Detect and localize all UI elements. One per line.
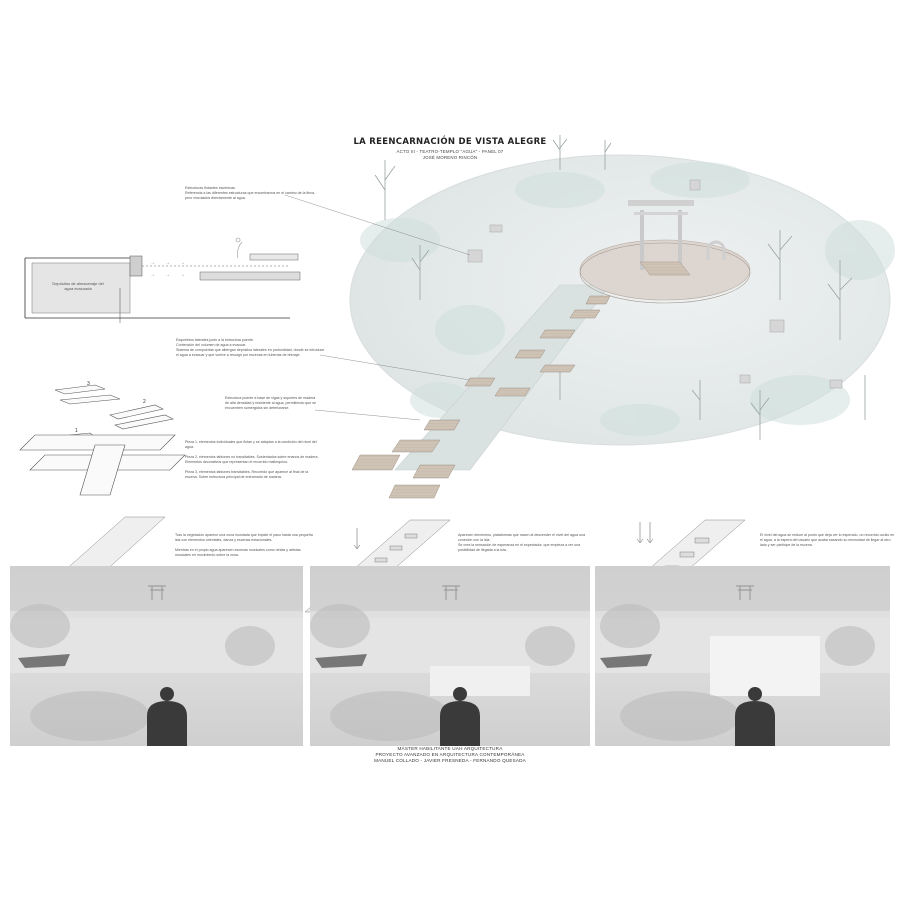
note-lateral-pools: Esqueletos laterales junto a la estructu… [176, 338, 325, 357]
exploded-axonometric: 3 2 1 [19, 381, 186, 496]
floating-structures [467, 179, 843, 389]
exploded-label-1: 1 [75, 428, 78, 434]
section-label: Depósitos de almacenaje del agua evacuad… [52, 281, 104, 291]
svg-text:→: → [180, 260, 185, 266]
exploded-label-3: 3 [87, 381, 90, 387]
svg-text:→: → [165, 272, 170, 278]
section-diagram: → → → → → → [24, 237, 301, 323]
torii-gate [640, 210, 682, 270]
footer-line-3: MANUEL COLLADO - JAVIER FRESNEDA - FERNA… [374, 758, 526, 763]
svg-text:→: → [165, 260, 170, 266]
page-title: LA REENCARNACIÓN DE VISTA ALEGRE [353, 137, 547, 147]
note-bridge-structure: Estructura puente a base de vigas y sopo… [225, 396, 317, 410]
sequence-text-1: Tras la vegetación aparece una zona inun… [175, 533, 313, 557]
exploded-label-2: 2 [143, 399, 146, 405]
svg-text:→: → [150, 260, 155, 266]
footer-line-1: MÁSTER HABILITANTE UAH ARQUITECTURA [397, 746, 503, 751]
walkway-platforms [351, 295, 611, 499]
page-subtitle: ACTO III - TEATRO-TEMPLO "AGUA" - PANEL … [396, 149, 504, 154]
trees [374, 135, 866, 440]
viewer-figures [147, 687, 775, 746]
author: JOSÉ MORENO RINCÓN [422, 155, 478, 160]
note-pieces: Pieza 1, elementos individuales que flot… [185, 440, 319, 479]
svg-text:→: → [150, 272, 155, 278]
perspective-renders [10, 566, 890, 746]
sequence-text-2: Aparecen elementos, plataformas que nace… [458, 533, 586, 552]
svg-text:→: → [180, 272, 185, 278]
sequence-text-3: El nivel del agua se reduce al punto que… [760, 533, 895, 547]
note-floating-structures: Estructuras flotantes escénicas. Referen… [185, 186, 316, 200]
footer-line-2: PROYECTO AVANZADO EN ARQUITECTURA CONTEM… [375, 752, 525, 757]
